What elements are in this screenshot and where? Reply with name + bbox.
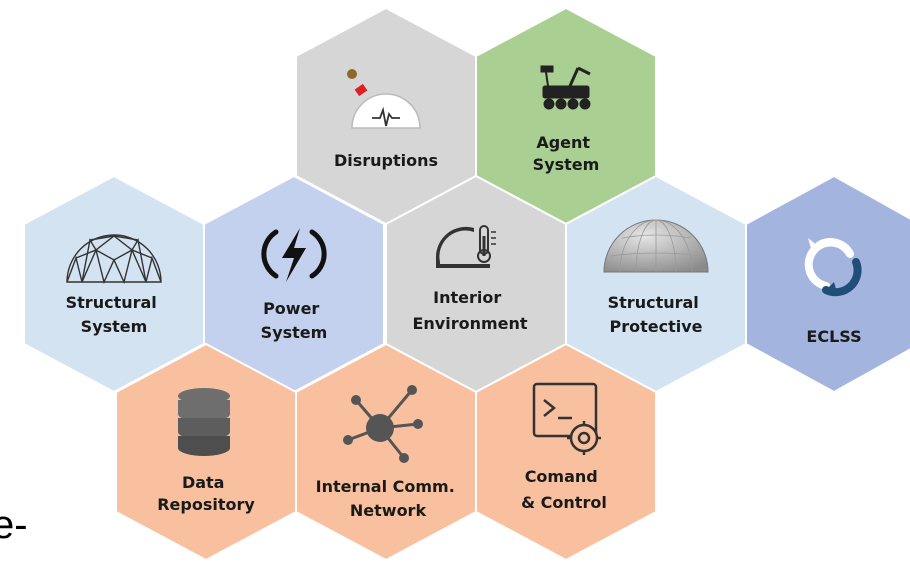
hex-label: Agent System: [533, 133, 600, 174]
stray-text: e-: [0, 503, 28, 547]
hex-structural-protective: Structural Protective: [565, 174, 747, 394]
hex-data-repository: Data Repository: [115, 342, 297, 562]
gauge-icon: [347, 69, 421, 129]
recycle-arrows-icon: [804, 238, 862, 297]
terminal-gear-icon: [532, 382, 601, 455]
network-hub-icon: [343, 385, 423, 463]
hex-shape: [475, 342, 657, 562]
database-icon: [178, 388, 230, 456]
hex-interior-environment: Interior Environment: [385, 174, 567, 394]
hex-label: Structural System: [66, 293, 163, 336]
dome-shell-icon: [603, 219, 709, 273]
hex-agent-system: Agent System: [475, 6, 657, 226]
hex-internal-comm-network: Internal Comm. Network: [295, 342, 477, 562]
hex-label: Power System: [261, 299, 328, 342]
hex-label: ECLSS: [806, 327, 861, 346]
lightning-bolt-icon: [261, 228, 327, 282]
hex-eclss: ECLSS: [745, 174, 910, 394]
hex-label: Structural Protective: [608, 293, 705, 336]
hex-label: Data Repository: [157, 473, 255, 514]
hex-label: Comand & Control: [521, 467, 607, 512]
hex-power-system: Power System: [203, 174, 385, 394]
geodesic-dome-icon: [66, 234, 162, 285]
hex-comand-control: Comand & Control: [475, 342, 657, 562]
rover-icon: [540, 65, 591, 110]
thermometer-dome-icon: [435, 225, 496, 268]
hex-label: Internal Comm. Network: [316, 477, 461, 520]
hex-structural-system: Structural System: [23, 174, 205, 394]
hex-label: Disruptions: [334, 151, 438, 170]
hex-label: Interior Environment: [412, 288, 527, 333]
